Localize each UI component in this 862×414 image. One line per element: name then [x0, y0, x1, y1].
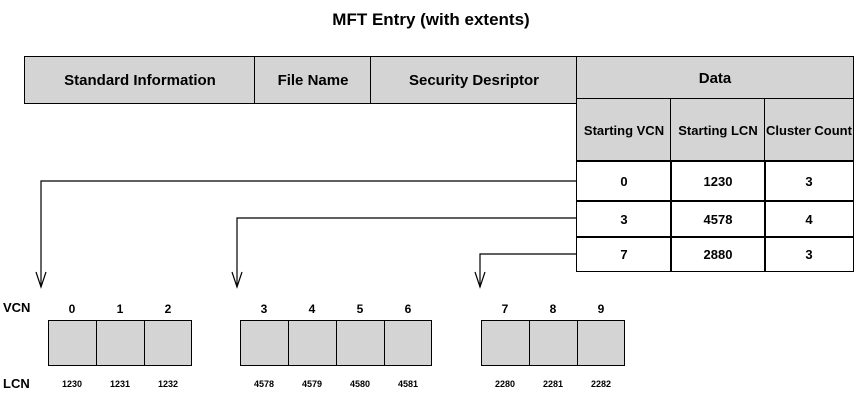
- run-row-2-count: 4: [764, 200, 854, 238]
- run-row-1-count: 3: [764, 160, 854, 202]
- extent-1-lcn: 1231: [109, 379, 131, 389]
- lcn-row-label: LCN: [3, 376, 30, 391]
- extent-2-vcn: 6: [404, 302, 412, 316]
- run-row-3-vcn: 7: [576, 236, 672, 272]
- extent-3-vcn: 7: [501, 302, 509, 316]
- run-row-3-lcn: 2880: [670, 236, 766, 272]
- arrowhead-3: [474, 271, 486, 289]
- extent-2-cluster: [288, 320, 338, 366]
- run-row-2-lcn: 4578: [670, 200, 766, 238]
- extent-1-cluster: [48, 320, 98, 366]
- extent-1-vcn: 2: [164, 302, 172, 316]
- extent-2-vcn: 3: [260, 302, 268, 316]
- header-file-name-label: File Name: [277, 71, 349, 89]
- extent-2-cluster: [240, 320, 290, 366]
- run-row-3-count: 3: [764, 236, 854, 272]
- extent-3-lcn: 2282: [590, 379, 612, 389]
- connector-run-2: [236, 217, 576, 287]
- extent-3-lcn: 2281: [542, 379, 564, 389]
- diagram-title: MFT Entry (with extents): [332, 10, 530, 29]
- run-row-1-vcn: 0: [576, 160, 672, 202]
- extent-2-lcn: 4580: [349, 379, 371, 389]
- column-header-starting-vcn: Starting VCN: [576, 98, 672, 162]
- extent-2-lcn: 4578: [253, 379, 275, 389]
- extent-2-vcn: 5: [356, 302, 364, 316]
- extent-3-cluster: [481, 320, 531, 366]
- extent-1-cluster: [96, 320, 146, 366]
- connector-run-1: [40, 180, 576, 287]
- header-security-descriptor: Security Desriptor: [370, 56, 578, 104]
- run-row-1-lcn: 1230: [670, 160, 766, 202]
- extent-2-cluster: [384, 320, 432, 366]
- extent-2-lcn: 4581: [397, 379, 419, 389]
- arrowhead-2: [231, 271, 243, 289]
- extent-2-lcn: 4579: [301, 379, 323, 389]
- header-security-descriptor-label: Security Desriptor: [408, 71, 540, 89]
- column-header-starting-lcn: Starting LCN: [670, 98, 766, 162]
- arrowhead-1: [35, 271, 47, 289]
- run-row-2-vcn: 3: [576, 200, 672, 238]
- extent-3-vcn: 9: [597, 302, 605, 316]
- header-data-label: Data: [698, 69, 732, 87]
- column-header-cluster-count: Cluster Count: [764, 98, 854, 162]
- connector-run-3: [479, 253, 576, 287]
- extent-3-lcn: 2280: [494, 379, 516, 389]
- extent-1-vcn: 0: [68, 302, 76, 316]
- extent-1-vcn: 1: [116, 302, 124, 316]
- extent-3-cluster: [529, 320, 579, 366]
- extent-2-cluster: [336, 320, 386, 366]
- extent-2-vcn: 4: [308, 302, 316, 316]
- extent-1-lcn: 1230: [61, 379, 83, 389]
- vcn-row-label: VCN: [3, 300, 31, 315]
- header-standard-information-label: Standard Information: [64, 71, 216, 89]
- extent-1-cluster: [144, 320, 192, 366]
- header-data: Data: [576, 56, 854, 100]
- extent-1-lcn: 1232: [157, 379, 179, 389]
- extent-3-cluster: [577, 320, 625, 366]
- extent-3-vcn: 8: [549, 302, 557, 316]
